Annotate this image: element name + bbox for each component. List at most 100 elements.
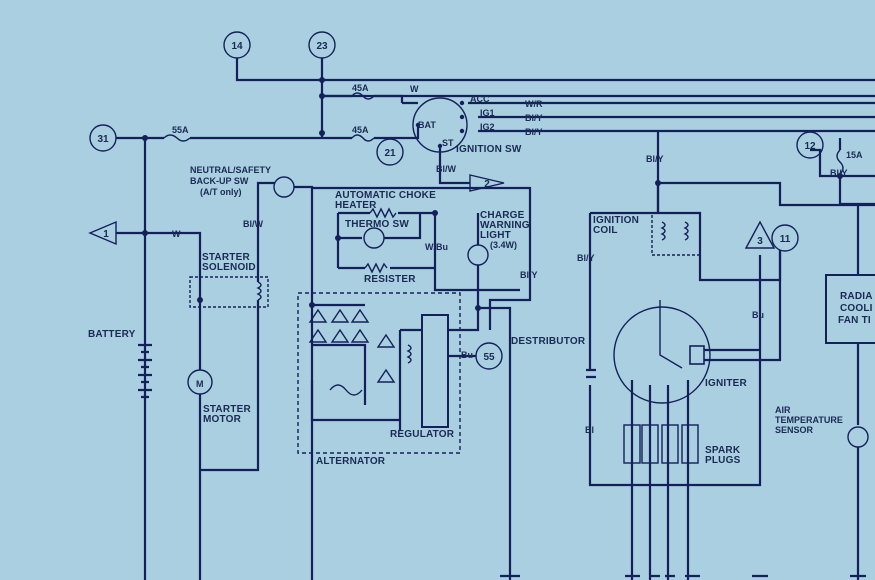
neutral-sw-label-3: (A/T only): [200, 187, 242, 197]
air-temp-label-2: TEMPERATURE: [775, 415, 843, 425]
svg-text:11: 11: [780, 234, 791, 245]
resister-label: RESISTER: [364, 274, 416, 285]
svg-text:31: 31: [97, 134, 109, 145]
wire-label-blw-neutral: Bl/W: [243, 219, 264, 229]
wire-label-bly-charge: Bl/Y: [520, 270, 538, 280]
fuse-15a: [836, 149, 844, 175]
charge-label-4: (3.4W): [490, 240, 517, 250]
fuse-45a-1: [351, 92, 375, 100]
spark-plugs-label-2: PLUGS: [705, 455, 741, 466]
thermo-sw-label: THERMO SW: [345, 219, 409, 230]
wire-label-bu-55: Bu: [461, 350, 473, 360]
wire-label-bly-coil: Bl/Y: [646, 154, 664, 164]
neutral-sw-label-1: NEUTRAL/SAFETY: [190, 165, 271, 175]
svg-text:23: 23: [316, 41, 328, 52]
battery-symbol: [138, 343, 152, 399]
rectifier-diodes: [308, 303, 400, 422]
choke-heater-resistor: [369, 207, 397, 219]
ref-label-2: 2: [484, 179, 490, 190]
alternator-label: ALTERNATOR: [316, 456, 386, 467]
ign-bat: BAT: [418, 120, 436, 130]
wire-ref23-bus: [320, 58, 875, 98]
starter-solenoid-box: [189, 276, 269, 308]
svg-text:12: 12: [804, 141, 816, 152]
wire-label-wbu: W/Bu: [425, 242, 448, 252]
ign-ig1: IG1: [480, 108, 495, 118]
igniter-label: IGNITER: [705, 378, 748, 389]
wire-label-blw-ign: Bl/W: [436, 164, 457, 174]
svg-text:21: 21: [384, 148, 396, 159]
ignition-switch-label: IGNITION SW: [456, 144, 522, 155]
charge-warning-light: [467, 244, 489, 266]
neutral-safety-switch: [273, 176, 295, 198]
ref-circle-31: 31: [89, 124, 117, 152]
svg-text:55: 55: [483, 352, 495, 363]
ignition-coil-label-1: IGNITION: [593, 215, 639, 226]
neutral-sw-label-2: BACK-UP SW: [190, 176, 249, 186]
fuse-45a-2: [351, 134, 375, 142]
fuse-label-55a: 55A: [172, 125, 189, 135]
air-temp-label-3: SENSOR: [775, 425, 814, 435]
wire-st-to-2: [438, 146, 470, 185]
choke-label-1: AUTOMATIC CHOKE: [335, 190, 436, 201]
igniter-module: [689, 345, 705, 365]
air-temp-label-1: AIR: [775, 405, 791, 415]
ref1-arrow: [88, 220, 117, 246]
ref3-triangle: [744, 220, 776, 249]
ref-label-1: 1: [103, 229, 109, 240]
fuse-label-15a: 15A: [846, 150, 863, 160]
wire-label-wr: W/R: [525, 99, 543, 109]
ref-circle-55: 55: [475, 342, 503, 370]
ign-st: ST: [442, 138, 454, 148]
thermo-switch: [363, 227, 385, 249]
spark-plugs-label-1: SPARK: [705, 445, 741, 456]
ignition-coil-box: [651, 212, 701, 256]
air-temp-sensor: [847, 426, 869, 448]
regulator-label: REGULATOR: [390, 429, 455, 440]
ignition-coil-label-2: COIL: [593, 225, 618, 236]
distributor-label: DESTRIBUTOR: [511, 336, 586, 347]
radiator-fan-label-2: COOLI: [840, 303, 873, 314]
distributor-body: [613, 306, 711, 404]
starter-motor-label-2: MOTOR: [203, 414, 242, 425]
spark-plugs: [623, 424, 699, 464]
charge-label-2: WARNING: [480, 220, 530, 231]
wire-ref14-bus: [235, 58, 875, 82]
wire-label-bly-dist: Bl/Y: [577, 253, 595, 263]
ref-circle-12: 12: [796, 131, 824, 159]
ref-circle-23: 23: [308, 31, 336, 59]
radiator-fan-label-3: FAN TI: [838, 315, 871, 326]
radiator-fan-box: [825, 274, 875, 344]
battery-label: BATTERY: [88, 329, 136, 340]
ref-circle-14: 14: [223, 31, 251, 59]
fuse-55a: [163, 134, 191, 142]
ref-circle-21: 21: [376, 138, 404, 166]
motor-m-label: M: [196, 379, 204, 389]
ign-acc: ACC: [470, 94, 490, 104]
fuse-label-45a-1: 45A: [352, 83, 369, 93]
starter-motor-label-1: STARTER: [203, 404, 251, 415]
junctions: [142, 77, 843, 311]
ref-label-3: 3: [757, 236, 763, 247]
wire-label-w: W: [410, 84, 419, 94]
alternator-box: [297, 292, 461, 454]
wire-label-bly-fan: Bl/Y: [830, 168, 848, 178]
resister-symbol: [364, 262, 388, 274]
wire-label-w-batt: W: [172, 229, 181, 239]
regulator-box: [421, 314, 449, 428]
svg-text:14: 14: [231, 41, 243, 52]
wire-45a-top: [322, 94, 418, 105]
starter-solenoid-label-2: SOLENOID: [202, 262, 256, 273]
charge-label-3: LIGHT: [480, 230, 511, 241]
ref-circle-11: 11: [771, 224, 799, 252]
fuse-label-45a-2: 45A: [352, 125, 369, 135]
wire-label-bly-1: Bl/Y: [525, 113, 543, 123]
wire-label-bu-igniter: Bu: [752, 310, 764, 320]
ign-ig2: IG2: [480, 122, 495, 132]
radiator-fan-label-1: RADIA: [840, 291, 873, 302]
wire-label-bl-dist: Bl: [585, 425, 594, 435]
choke-label-2: HEATER: [335, 200, 377, 211]
starter-solenoid-label-1: STARTER: [202, 252, 250, 263]
wire-label-bly-2: Bl/Y: [525, 127, 543, 137]
